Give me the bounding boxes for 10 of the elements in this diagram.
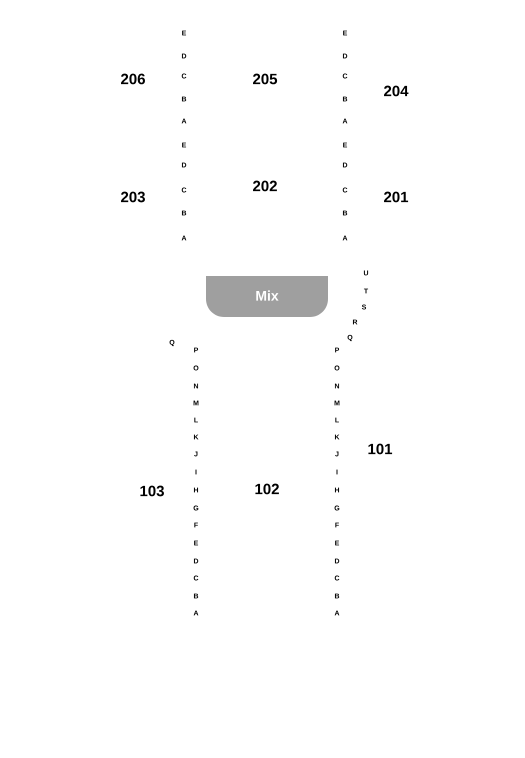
section-number: 206 — [121, 74, 145, 84]
section-number: 103 — [140, 486, 164, 496]
section-number: 101 — [368, 444, 392, 454]
section-number: 202 — [253, 180, 277, 192]
mix-box: Mix — [206, 276, 328, 317]
section-number: 102 — [255, 484, 279, 494]
section-number: 203 — [121, 192, 145, 202]
section-number: 205 — [253, 74, 278, 84]
section-number: 204 — [384, 86, 408, 96]
section-number: 201 — [384, 192, 408, 202]
